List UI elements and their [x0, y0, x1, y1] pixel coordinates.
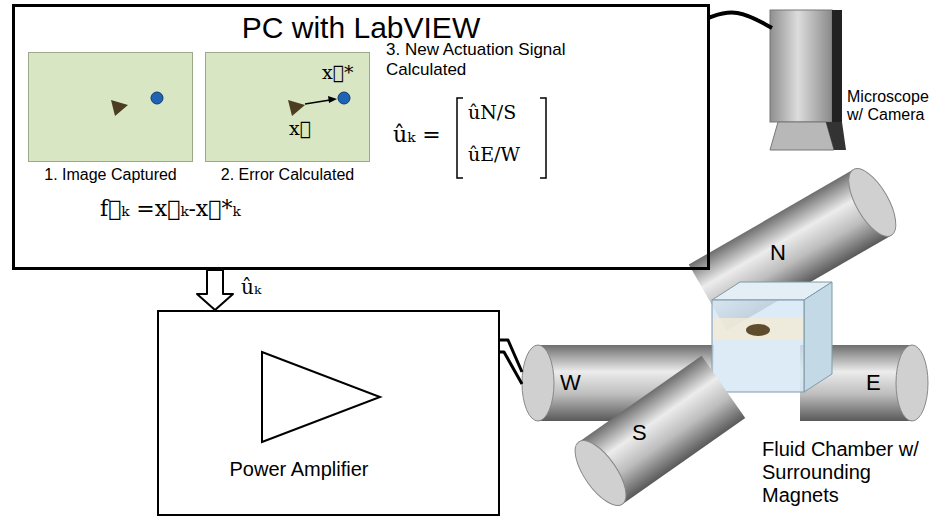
- error-equation: f⃗ₖ =x⃗ₖ-x⃗*ₖ: [100, 196, 340, 221]
- node-text: Fluid Chamber w/ Surrounding Magnets: [762, 438, 934, 507]
- amplifier-wires: [499, 352, 522, 384]
- matrix-entry: ûE/W: [468, 144, 538, 166]
- magnet-letter: W: [560, 370, 590, 395]
- magnet-letter: S: [632, 420, 662, 445]
- magnet-end: [522, 345, 554, 421]
- microscope-camera: [770, 10, 846, 150]
- matrix-bracket: [457, 98, 546, 178]
- target-dot: [151, 92, 163, 104]
- node-text: 1. Image Captured: [28, 166, 193, 184]
- signal-arrow: [197, 270, 233, 310]
- node-text: PC with LabVIEW: [15, 11, 707, 46]
- step-label: 3. New Actuation Signal Calculated: [386, 40, 586, 79]
- fluid-surface: [713, 318, 803, 340]
- camera-body: [770, 10, 832, 122]
- camera-cable: [708, 13, 772, 28]
- magnet-end: [566, 433, 636, 514]
- image-panel: 1. Image Captured: [28, 52, 193, 192]
- magnet-end: [896, 345, 928, 421]
- micro-object: [746, 324, 770, 336]
- object-marker: [111, 100, 128, 116]
- magnet-letter: N: [770, 240, 800, 265]
- pc-box: 1. Image Captured 2. Error Calculated PC w…: [12, 4, 710, 270]
- camera-image: [29, 53, 194, 163]
- magnet-letter: E: [866, 370, 896, 395]
- magnet-assembly: Fluid Chamber w/ Surrounding Magnets: [518, 200, 936, 520]
- amplifier-box: Power Amplifier: [157, 310, 500, 516]
- signal-arrow: [197, 270, 233, 310]
- camera-side: [832, 10, 842, 122]
- chamber-side: [804, 282, 832, 392]
- signal-label: ûₖ: [241, 276, 261, 299]
- chamber-front: [712, 300, 804, 392]
- microscope-base-side: [826, 122, 846, 150]
- object-marker: [288, 100, 305, 116]
- fluid-chamber: [712, 282, 832, 392]
- amplifier-wires: [499, 340, 522, 384]
- error-vector: [305, 100, 330, 104]
- node-text: Power Amplifier: [189, 458, 409, 481]
- node-text: Microscope w/ Camera: [847, 88, 935, 125]
- magnet-end: [839, 162, 905, 244]
- amplifier-symbol: [262, 352, 380, 442]
- target-dot: [338, 92, 350, 104]
- camera-unit: Microscope w/ Camera: [765, 8, 937, 158]
- image-area: [28, 52, 193, 162]
- south-magnet: [566, 356, 746, 513]
- matrix-entry: ûN/S: [468, 102, 538, 124]
- camera-cable: [708, 13, 772, 28]
- vector-label: x⃗: [289, 118, 319, 140]
- node-text: 2. Error Calculated: [205, 166, 370, 184]
- equation-label: ûₖ =: [393, 122, 455, 147]
- microscope-base: [770, 122, 834, 150]
- vector-label: x⃗*: [322, 62, 362, 84]
- amplifier-wires: [499, 340, 522, 372]
- error-arrowhead: [328, 96, 337, 103]
